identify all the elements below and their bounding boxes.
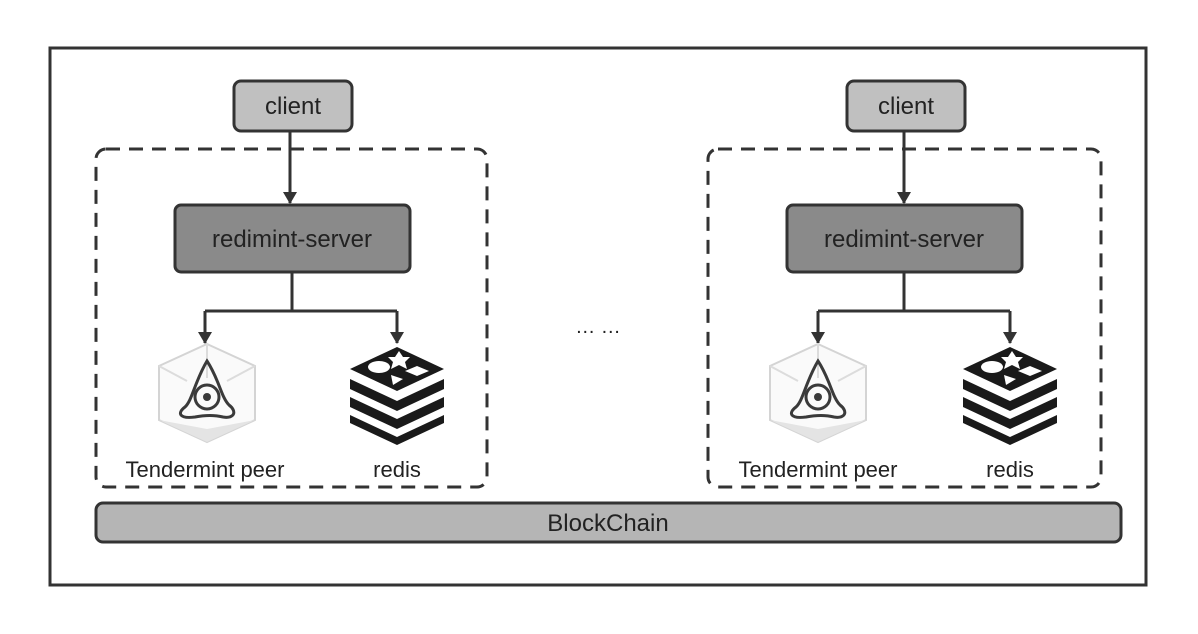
server-label: redimint-server xyxy=(824,226,984,253)
node-cluster-left: client redimint-server xyxy=(94,79,489,489)
tendermint-logo-icon xyxy=(769,342,867,444)
blockchain-bar: BlockChain xyxy=(94,501,1123,544)
redis-label: redis xyxy=(986,457,1034,482)
client-label: client xyxy=(265,93,321,120)
redis-logo-icon xyxy=(350,347,444,445)
node-cluster-right: client redimint-server xyxy=(706,79,1103,489)
client-node: client xyxy=(845,79,967,133)
peer-label: Tendermint peer xyxy=(739,457,898,482)
redis-logo-icon xyxy=(963,347,1057,445)
server-branch-arrows xyxy=(811,272,1017,344)
peer-label: Tendermint peer xyxy=(126,457,285,482)
redis-label: redis xyxy=(373,457,421,482)
server-node: redimint-server xyxy=(173,203,412,274)
client-label: client xyxy=(878,93,934,120)
server-label: redimint-server xyxy=(212,226,372,253)
blockchain-label: BlockChain xyxy=(547,510,668,537)
server-node: redimint-server xyxy=(785,203,1024,274)
server-branch-arrows xyxy=(198,272,404,344)
ellipsis-label: … … xyxy=(575,316,621,338)
tendermint-logo-icon xyxy=(158,342,256,444)
client-node: client xyxy=(232,79,354,133)
outer-frame xyxy=(48,46,1148,587)
